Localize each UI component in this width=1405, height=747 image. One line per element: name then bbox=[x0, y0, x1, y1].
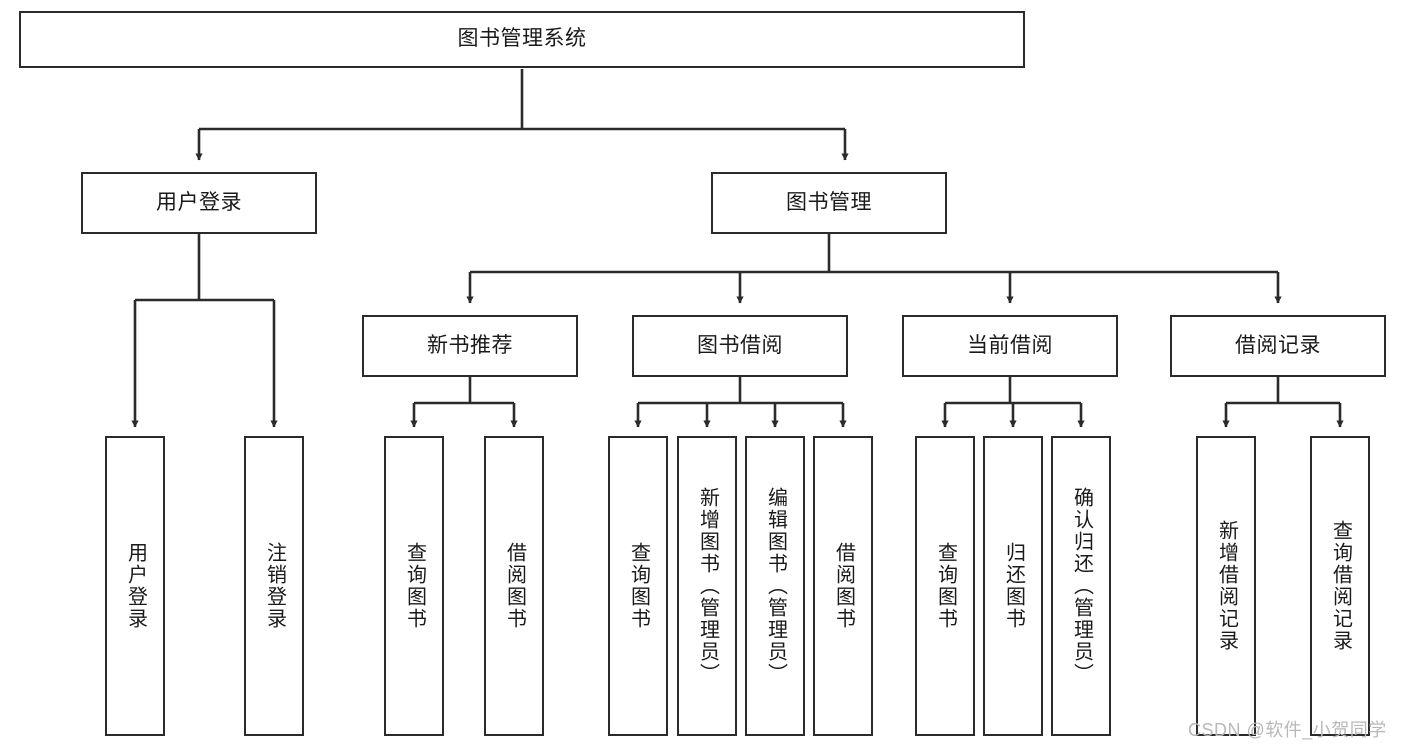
node-label: 注销登录 bbox=[263, 542, 286, 630]
node-label: 新增借阅记录 bbox=[1215, 520, 1238, 652]
csdn-watermark: CSDN @软件_小贺同学 bbox=[1188, 720, 1387, 740]
leaf-borrow-borrow-book[interactable]: 借阅图书 bbox=[813, 436, 873, 736]
leaf-borrow-add-book-admin[interactable]: 新增图书（管理员） bbox=[677, 436, 737, 736]
node-label: 归还图书 bbox=[1002, 542, 1025, 630]
node-borrow-record[interactable]: 借阅记录 bbox=[1170, 315, 1386, 377]
node-label: 新书推荐 bbox=[427, 333, 513, 357]
node-label: 借阅图书 bbox=[832, 542, 855, 630]
node-label: 当前借阅 bbox=[967, 333, 1053, 357]
leaf-record-add-record[interactable]: 新增借阅记录 bbox=[1196, 436, 1256, 736]
leaf-current-query-book[interactable]: 查询图书 bbox=[915, 436, 975, 736]
node-label: 新增图书（管理员） bbox=[696, 487, 719, 685]
node-label: 查询借阅记录 bbox=[1329, 520, 1352, 652]
node-label: 查询图书 bbox=[403, 542, 426, 630]
node-label: 图书管理系统 bbox=[457, 27, 587, 51]
leaf-borrow-query-book[interactable]: 查询图书 bbox=[608, 436, 668, 736]
leaf-borrow-edit-book-admin[interactable]: 编辑图书（管理员） bbox=[745, 436, 805, 736]
leaf-recommend-borrow-book[interactable]: 借阅图书 bbox=[484, 436, 544, 736]
node-label: 编辑图书（管理员） bbox=[764, 487, 787, 685]
leaf-user-login[interactable]: 用户登录 bbox=[105, 436, 165, 736]
leaf-current-confirm-return-admin[interactable]: 确认归还（管理员） bbox=[1051, 436, 1111, 736]
leaf-record-query-record[interactable]: 查询借阅记录 bbox=[1310, 436, 1370, 736]
node-label: 用户登录 bbox=[124, 542, 147, 630]
node-label: 图书管理 bbox=[786, 190, 872, 214]
node-label: 用户登录 bbox=[156, 190, 242, 214]
node-label: 图书借阅 bbox=[697, 333, 783, 357]
leaf-recommend-query-book[interactable]: 查询图书 bbox=[384, 436, 444, 736]
node-label: 查询图书 bbox=[934, 542, 957, 630]
node-label: 借阅图书 bbox=[503, 542, 526, 630]
leaf-user-logout[interactable]: 注销登录 bbox=[244, 436, 304, 736]
node-current-borrow[interactable]: 当前借阅 bbox=[902, 315, 1118, 377]
node-label: 借阅记录 bbox=[1235, 333, 1321, 357]
leaf-current-return-book[interactable]: 归还图书 bbox=[983, 436, 1043, 736]
node-label: 查询图书 bbox=[627, 542, 650, 630]
node-label: 确认归还（管理员） bbox=[1070, 487, 1093, 685]
node-book-management[interactable]: 图书管理 bbox=[711, 172, 947, 234]
node-root-system[interactable]: 图书管理系统 bbox=[19, 11, 1025, 68]
node-book-borrow[interactable]: 图书借阅 bbox=[632, 315, 848, 377]
node-user-login[interactable]: 用户登录 bbox=[81, 172, 317, 234]
node-new-book-recommend[interactable]: 新书推荐 bbox=[362, 315, 578, 377]
